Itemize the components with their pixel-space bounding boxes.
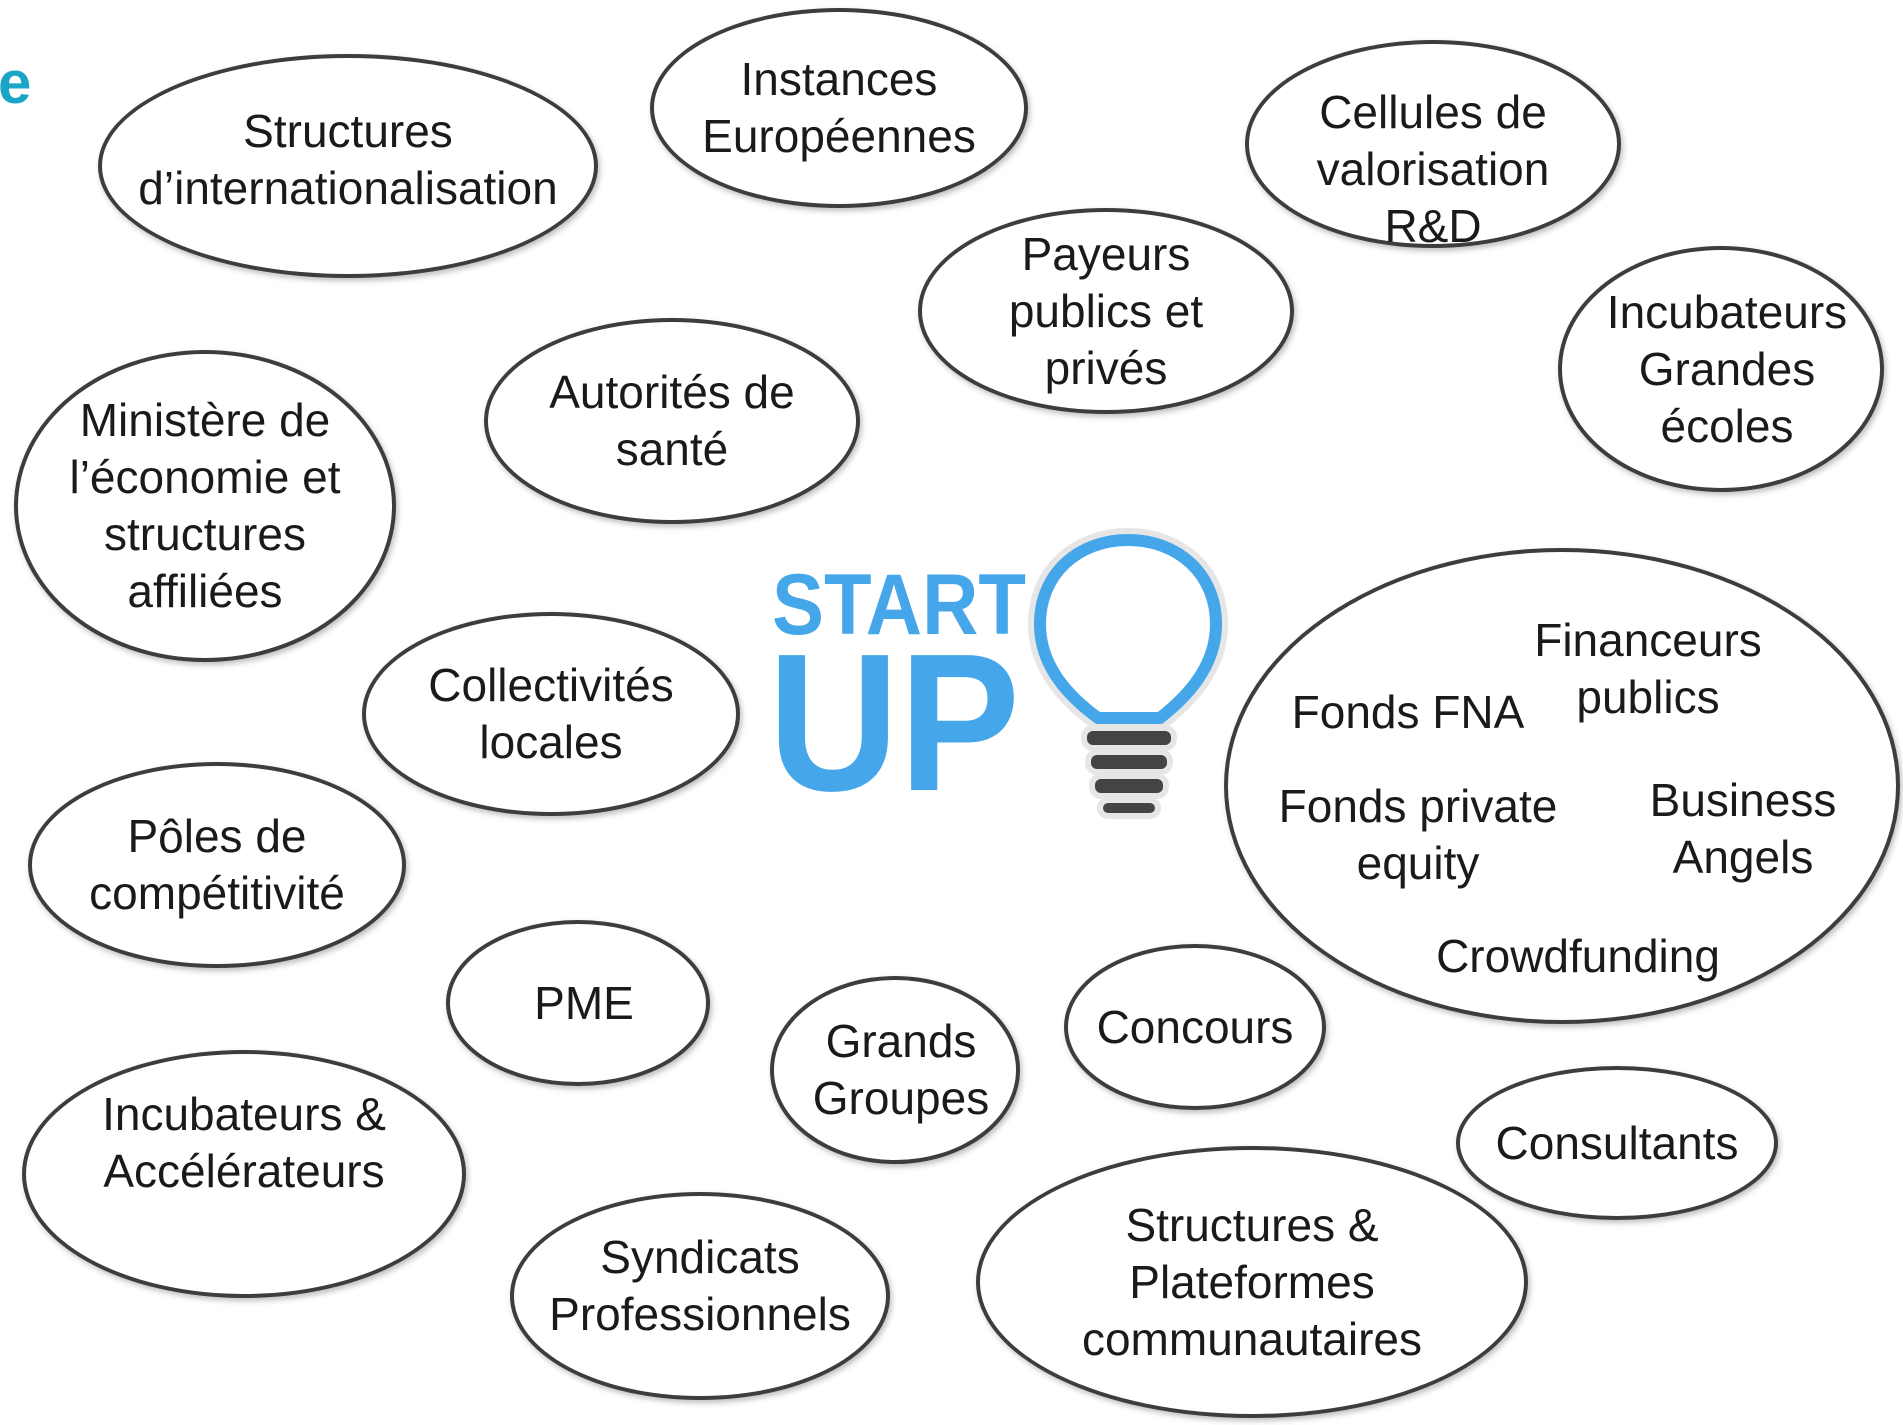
lightbulb-icon: [1028, 528, 1228, 819]
bubble-label: Cellules de valorisation R&D: [1316, 85, 1550, 252]
bubble-grands-groupes: Grands Groupes: [770, 976, 1020, 1164]
bubble-label: Autorités de santé: [549, 366, 795, 475]
label-crowdfunding: Crowdfunding: [1436, 930, 1720, 982]
bubble-label: Instances Européennes: [702, 53, 976, 162]
bubble-consultants: Consultants: [1456, 1066, 1778, 1220]
bubble-financing-cluster: Financeurs publics Fonds FNA Fonds priva…: [1224, 548, 1900, 1024]
bubble-syndicats: Syndicats Professionnels: [510, 1192, 890, 1400]
truncated-title-fragment: e: [0, 49, 32, 116]
bubble-label: Collectivités locales: [428, 659, 674, 768]
bubble-collectivites: Collectivités locales: [362, 612, 740, 816]
label-business-angels: Business Angels: [1649, 774, 1837, 883]
bubble-incubateurs-accelerateurs: Incubateurs & Accélérateurs: [22, 1050, 466, 1298]
bubble-instances-europeennes: Instances Européennes: [650, 8, 1028, 208]
bubble-label: Incubateurs Grandes écoles: [1606, 285, 1848, 452]
bubble-label: Syndicats Professionnels: [549, 1231, 851, 1340]
bubble-incubateurs-grandes-ecoles: Incubateurs Grandes écoles: [1558, 246, 1884, 492]
bubble-structures-internationalisation: Structures d’internationalisation: [98, 54, 598, 278]
startup-logo: START UP: [768, 528, 1228, 828]
bubble-label: Payeurs publics et privés: [1008, 227, 1204, 394]
bubble-label: Grands Groupes: [812, 1015, 990, 1124]
logo-text-start: START: [772, 557, 1026, 653]
bubble-payeurs: Payeurs publics et privés: [918, 208, 1294, 414]
label-fonds-private-equity: Fonds private equity: [1278, 780, 1558, 889]
bubble-structures-plateformes: Structures & Plateformes communautaires: [976, 1146, 1528, 1418]
bubble-autorites-sante: Autorités de santé: [484, 318, 860, 524]
bubble-poles-competitivite: Pôles de compétitivité: [28, 762, 406, 968]
bubble-ministere: Ministère de l’économie et structures af…: [14, 350, 396, 662]
bubble-label: Incubateurs & Accélérateurs: [102, 1088, 386, 1197]
bubble-label: Structures d’internationalisation: [138, 105, 558, 214]
bubble-label: Structures & Plateformes communautaires: [1081, 1198, 1423, 1365]
bubble-label: Concours: [1096, 1000, 1294, 1053]
bubble-label: Consultants: [1495, 1116, 1739, 1169]
bubble-label: Pôles de compétitivité: [89, 810, 345, 919]
bubble-pme: PME: [446, 920, 710, 1086]
bubble-concours: Concours: [1064, 944, 1326, 1110]
bubble-label: Ministère de l’économie et structures af…: [69, 394, 341, 617]
label-financeurs-publics: Financeurs publics: [1534, 614, 1762, 723]
bubble-label: PME: [534, 976, 634, 1029]
bubble-cellules-valorisation: Cellules de valorisation R&D: [1245, 40, 1621, 252]
label-fonds-fna: Fonds FNA: [1291, 686, 1525, 738]
logo-text-up: UP: [768, 613, 1020, 828]
